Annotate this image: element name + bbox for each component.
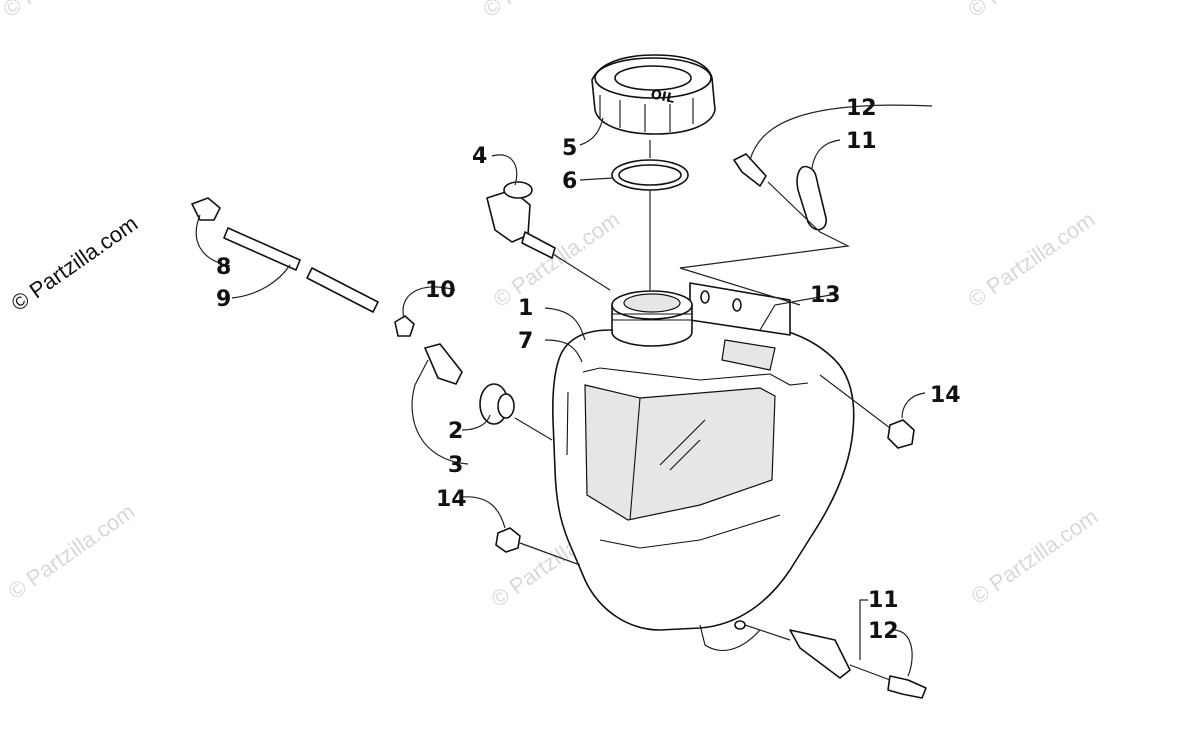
callout-6: 6 <box>562 169 577 194</box>
watermark: © Partzilla.com <box>967 504 1103 610</box>
oil-tank <box>552 282 855 651</box>
strap-lower-leader <box>744 624 891 681</box>
callout-3: 3 <box>448 453 463 478</box>
callout-2: 2 <box>448 419 463 444</box>
callout-10: 10 <box>425 278 456 303</box>
callout-9: 9 <box>216 287 231 312</box>
credit-text: © Partzilla.com <box>7 211 143 317</box>
vent-hose <box>223 227 379 313</box>
callout-1: 1 <box>518 296 533 321</box>
callout-leaders <box>195 104 933 677</box>
hose-clamp <box>191 197 221 221</box>
bolt-upper <box>733 153 767 187</box>
strap-upper-leader <box>679 181 851 306</box>
callout-11-lower: 11 <box>868 588 899 613</box>
callout-12-lower: 12 <box>868 619 899 644</box>
grommet <box>479 383 553 441</box>
hose-clamp-10 <box>394 315 415 337</box>
callout-7: 7 <box>518 329 533 354</box>
strap-upper <box>796 165 827 231</box>
callout-8: 8 <box>216 255 231 280</box>
strap-lower <box>789 629 851 679</box>
watermark: © Partzilla.com <box>964 207 1100 313</box>
callout-14-left: 14 <box>436 487 467 512</box>
callout-5: 5 <box>562 136 577 161</box>
o-ring-gasket <box>611 159 689 191</box>
callout-14-right: 14 <box>930 383 961 408</box>
watermark: © Partzilla.com <box>0 0 134 22</box>
callout-4: 4 <box>472 144 487 169</box>
callout-11-upper: 11 <box>846 129 877 154</box>
watermark: © Partzilla.com <box>4 499 140 605</box>
oil-filler-cap: OIL <box>591 54 716 135</box>
vent-valve <box>486 181 611 291</box>
callout-12-upper: 12 <box>846 96 877 121</box>
cap-marking: OIL <box>649 87 676 107</box>
nut-left <box>495 527 581 566</box>
callout-13: 13 <box>810 283 841 308</box>
drain-fitting <box>424 343 463 385</box>
callout-labels: 1 2 3 4 5 6 7 8 9 10 11 11 12 12 13 14 1… <box>216 96 961 644</box>
watermark-layer: © Partzilla.com © Partzilla.com © Partzi… <box>0 0 1102 612</box>
bolt-lower <box>887 675 927 699</box>
nut-right <box>819 374 915 449</box>
watermark: © Partzilla.com <box>479 0 615 22</box>
watermark: © Partzilla.com <box>964 0 1100 22</box>
